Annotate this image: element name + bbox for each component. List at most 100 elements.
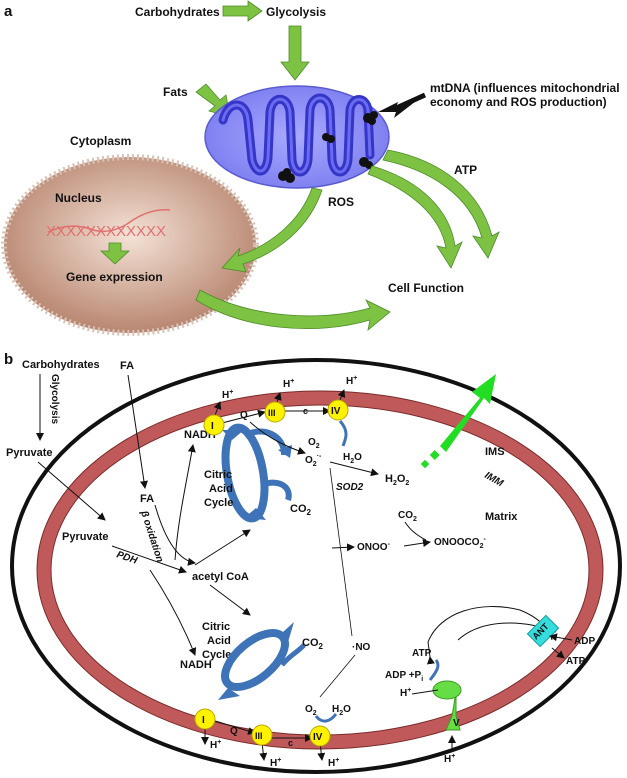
h-bot-1: H+ — [210, 739, 221, 751]
citric-top-3: Cycle — [204, 497, 233, 509]
mtdna-blobs — [278, 111, 378, 183]
atp-label-a: ATP — [454, 163, 477, 177]
svg-text:III: III — [268, 408, 276, 418]
citric-top-2: Acid — [209, 483, 233, 495]
pyruvate-inner: Pyruvate — [62, 531, 108, 543]
co2-matrix: CO2 — [398, 510, 417, 523]
etc-bot-q-line — [211, 719, 256, 735]
complex-iii-bottom: III — [251, 724, 273, 746]
citric-bot-2: Acid — [207, 635, 231, 647]
glycolysis-down-arrow — [280, 25, 310, 81]
sod2-line — [329, 461, 379, 477]
etc-top-q-line — [217, 409, 266, 425]
svg-text:IV: IV — [313, 732, 323, 743]
carbohydrates-a: Carbohydrates — [135, 5, 220, 19]
c-bottom: c — [288, 738, 293, 748]
cell-function-label: Cell Function — [388, 281, 464, 295]
c-top: c — [303, 406, 308, 416]
ros-arrow — [221, 187, 323, 273]
atp-out-line — [551, 647, 565, 659]
no-label: ·NO — [352, 642, 371, 653]
svg-text:III: III — [255, 731, 263, 741]
ros-label: ROS — [328, 195, 354, 209]
ant-transporter: ANT — [526, 614, 560, 648]
h2o-bottom: H2O — [332, 704, 351, 717]
h-top-2: H+ — [283, 378, 294, 390]
complex-i-top: I — [203, 414, 225, 436]
adp-pi: ADP +Pi — [385, 670, 423, 683]
matrix-label: Matrix — [485, 511, 518, 523]
svg-text:I: I — [211, 421, 214, 432]
fats-a: Fats — [163, 85, 188, 99]
nucleus-label: Nucleus — [55, 191, 102, 205]
atp-out-label: ATP — [566, 656, 586, 667]
beta-oxidation: β oxidation — [138, 509, 165, 564]
cytoplasm-label: Cytoplasm — [70, 134, 131, 148]
acetyl-to-cycle-bottom — [209, 584, 251, 616]
glycolysis-b: Glycolysis — [49, 374, 60, 424]
cell — [1, 154, 259, 336]
h2o-top: H2O — [343, 452, 362, 465]
h-top-1: H+ — [222, 389, 233, 401]
fa-to-nadh-top — [174, 444, 196, 561]
beta-ox-line — [154, 504, 196, 566]
nadh-bottom: NADH — [180, 659, 212, 671]
o2-bottom: O2 — [305, 704, 317, 717]
citric-cycle-bottom — [218, 622, 306, 700]
fa-inner: FA — [140, 493, 154, 505]
h2o2-escape-arrow — [420, 374, 496, 469]
complex-v: V — [453, 718, 460, 729]
adp-label: ADP — [574, 636, 595, 647]
mtdna-pointer-shaft — [392, 92, 427, 112]
superoxide: O2·- — [305, 453, 322, 468]
citric-top-1: Citric — [204, 469, 232, 481]
fa-top: FA — [120, 360, 134, 372]
imm-label: IMM — [483, 470, 506, 490]
onoo-in-line — [331, 543, 355, 552]
atp-arrow-1 — [382, 149, 500, 259]
ims-label: IMS — [485, 446, 505, 458]
o2-to-h2o-curve — [338, 419, 348, 447]
onoo: ONOO- — [357, 541, 391, 553]
complex-iii-top: III — [264, 401, 286, 423]
panel-b-label: b — [4, 351, 13, 368]
inner-membrane — [37, 391, 603, 749]
complex-iv-top: IV — [327, 399, 349, 421]
o2-to-h2o-bottom-curve — [314, 713, 338, 723]
co2-join-line — [404, 521, 427, 541]
complex-v-head — [432, 680, 462, 700]
pyruvate-to-nadh-bottom — [149, 569, 197, 656]
cristae-inner — [221, 96, 372, 174]
complex-i-bottom: I — [194, 708, 216, 730]
h-bot-2: H+ — [270, 757, 281, 769]
mtdna-line1: mtDNA (influences mitochondrial — [430, 81, 620, 95]
h-bottom-v: H+ — [444, 753, 455, 765]
no-to-iv-line — [319, 654, 356, 698]
h-top-3: H+ — [346, 375, 357, 387]
h-top-3-line — [337, 389, 346, 401]
h-bot-3: H+ — [328, 757, 339, 769]
atp-arrow-2 — [367, 165, 463, 269]
h-ims-v: H+ — [400, 687, 411, 699]
gene-expression-arrow — [99, 242, 131, 265]
mtdna-line2: economy and ROS production) — [430, 95, 607, 109]
pdh-line — [111, 545, 187, 574]
dna-xs: XXXXXXXXXXXX — [46, 223, 166, 240]
atp-inner: ATP — [412, 648, 432, 659]
fa-entry-line — [127, 374, 148, 489]
citric-cycle-top — [221, 423, 292, 523]
sod2-label: SOD2 — [336, 482, 364, 493]
q-top: Q — [240, 410, 248, 421]
complex-v-stalk — [445, 691, 461, 731]
h-to-v-line — [411, 689, 439, 695]
citric-bot-3: Cycle — [202, 649, 231, 661]
no-superoxide-line — [329, 467, 353, 637]
glycolysis-a: Glycolysis — [266, 5, 326, 19]
svg-text:I: I — [202, 715, 205, 726]
panel-a-label: a — [4, 3, 13, 20]
adp-to-atp-curve — [428, 659, 440, 681]
h2o2: H2O2 — [385, 473, 409, 487]
acetyl-to-cycle-top — [194, 529, 251, 566]
